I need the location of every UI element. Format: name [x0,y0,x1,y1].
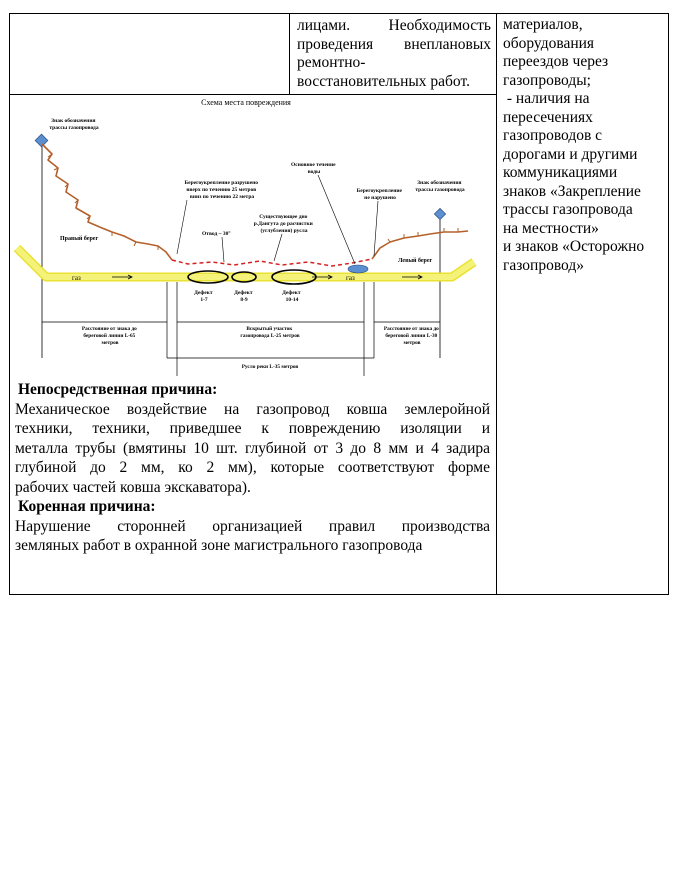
defect-label: Дефект 10-14 [282,289,302,303]
right-line: оборудования [503,34,595,52]
callout-line [317,174,356,265]
right-line: газопровод» [503,256,584,274]
text-line: Нарушение сторонней организацией правил … [15,517,490,535]
cause-section: Непосредственная причина: Механическое в… [15,380,490,556]
defect-label: Дефект 8-9 [234,289,254,303]
diagram-title: Схема места повреждения [201,98,291,107]
root-cause-text: Нарушение сторонней организацией правил … [15,517,490,556]
right-line: и знаков «Осторожно [503,238,645,255]
main-flow-marker-icon [347,264,369,274]
left-bank-profile [371,230,469,260]
bank-damaged-label: Берегоукрепление разрушено вверх по тече… [185,180,260,200]
right-line: дорогами и другими [503,145,638,163]
text-line: техники, техники, приведшее к повреждени… [15,420,490,437]
callout-line [221,236,225,263]
table-divider-row [9,94,496,95]
right-line: газопроводов с [503,127,603,144]
callout-line [176,199,188,255]
right-line: - наличия на [503,90,590,107]
defect-ellipse [187,270,229,284]
root-cause-heading: Коренная причина: [18,498,156,515]
dist-opened-label: Вскрытый участок газопровода L-25 метров [240,325,299,339]
right-line: переездов через [503,53,609,70]
right-line: газопроводы; [503,71,591,89]
pipe-label-right: газ [346,274,355,282]
right-cell-text: материалов, оборудования переездов через… [499,14,667,275]
middle-line: проведения внеплановых [297,35,491,53]
callout-line [373,200,379,257]
middle-line: восстановительных работ. [297,72,470,90]
right-bank-label: Правый берег [60,235,98,242]
right-line: пересечениях [503,108,593,126]
right-bank-profile [41,143,173,261]
right-sign-marker-icon [433,207,447,221]
defect-ellipse [271,269,317,285]
text-line: металла трубы (вмятины 10 шт. глубиной о… [15,439,490,457]
left-sign-label: Знак обозначения трассы газопровода [49,117,98,131]
table-border-right [668,13,669,595]
left-bank-label: Левый берег [398,257,433,264]
middle-cell-text: лицами. Необходимость проведения внеплан… [291,14,496,94]
pipe-label-left: газ [72,274,81,282]
right-line: трассы газопровода [503,201,633,218]
dist-right-label: Расстояние от знака до береговой линии L… [384,326,440,346]
text-line: рабочих частей ковша экскаватора). [15,478,251,496]
main-flow-label: Основное течение воды [291,162,337,175]
left-bank-ticks [387,228,459,243]
right-sign-label: Знак обозначения трассы газопровода [415,179,464,193]
right-line: материалов, [503,16,583,33]
right-line: коммуникациями [503,164,618,181]
table-border-left [9,13,10,595]
dist-left-label: Расстояние от знака до береговой линии L… [82,326,138,346]
flow-arrow-icon [402,274,423,280]
table-border-top [9,13,669,14]
direct-cause-text: Механическое воздействие на газопровод к… [15,400,490,498]
bank-ok-label: Берегоукрепление не нарушено [357,188,404,201]
damage-location-diagram: Схема места повреждения Знак обозначения… [13,98,477,376]
table-divider-col1 [289,13,290,94]
table-border-bottom [9,594,669,595]
callout-line [273,233,283,262]
defect-ellipse [231,271,257,283]
right-bank-ticks [47,153,159,250]
right-line: знаков «Закрепление [503,182,641,200]
middle-line: лицами. Необходимость [297,17,491,34]
direct-cause-heading: Непосредственная причина: [18,381,218,398]
defect-label: Дефект 1-7 [194,289,214,303]
bend-label: Отвод ~ 30° [202,230,231,237]
river-bottom-line [171,258,373,267]
flow-arrow-icon [112,274,133,280]
bottom-label: Существующее дно р.Дангута до расчистки … [254,214,314,234]
left-sign-marker-icon [34,133,49,148]
gas-pipeline-fill [14,245,476,280]
river-bed-label: Русло реки L-35 метров [242,364,299,370]
text-line: Механическое воздействие на газопровод к… [15,400,490,418]
text-line: земляных работ в охранной зоне магистрал… [15,537,423,554]
middle-line: ремонтно- [297,54,366,71]
text-line: глубиной до 2 мм, ко 2 мм), которые соот… [15,459,490,476]
table-divider-col2 [496,13,497,595]
right-line: на местности» [503,219,599,237]
